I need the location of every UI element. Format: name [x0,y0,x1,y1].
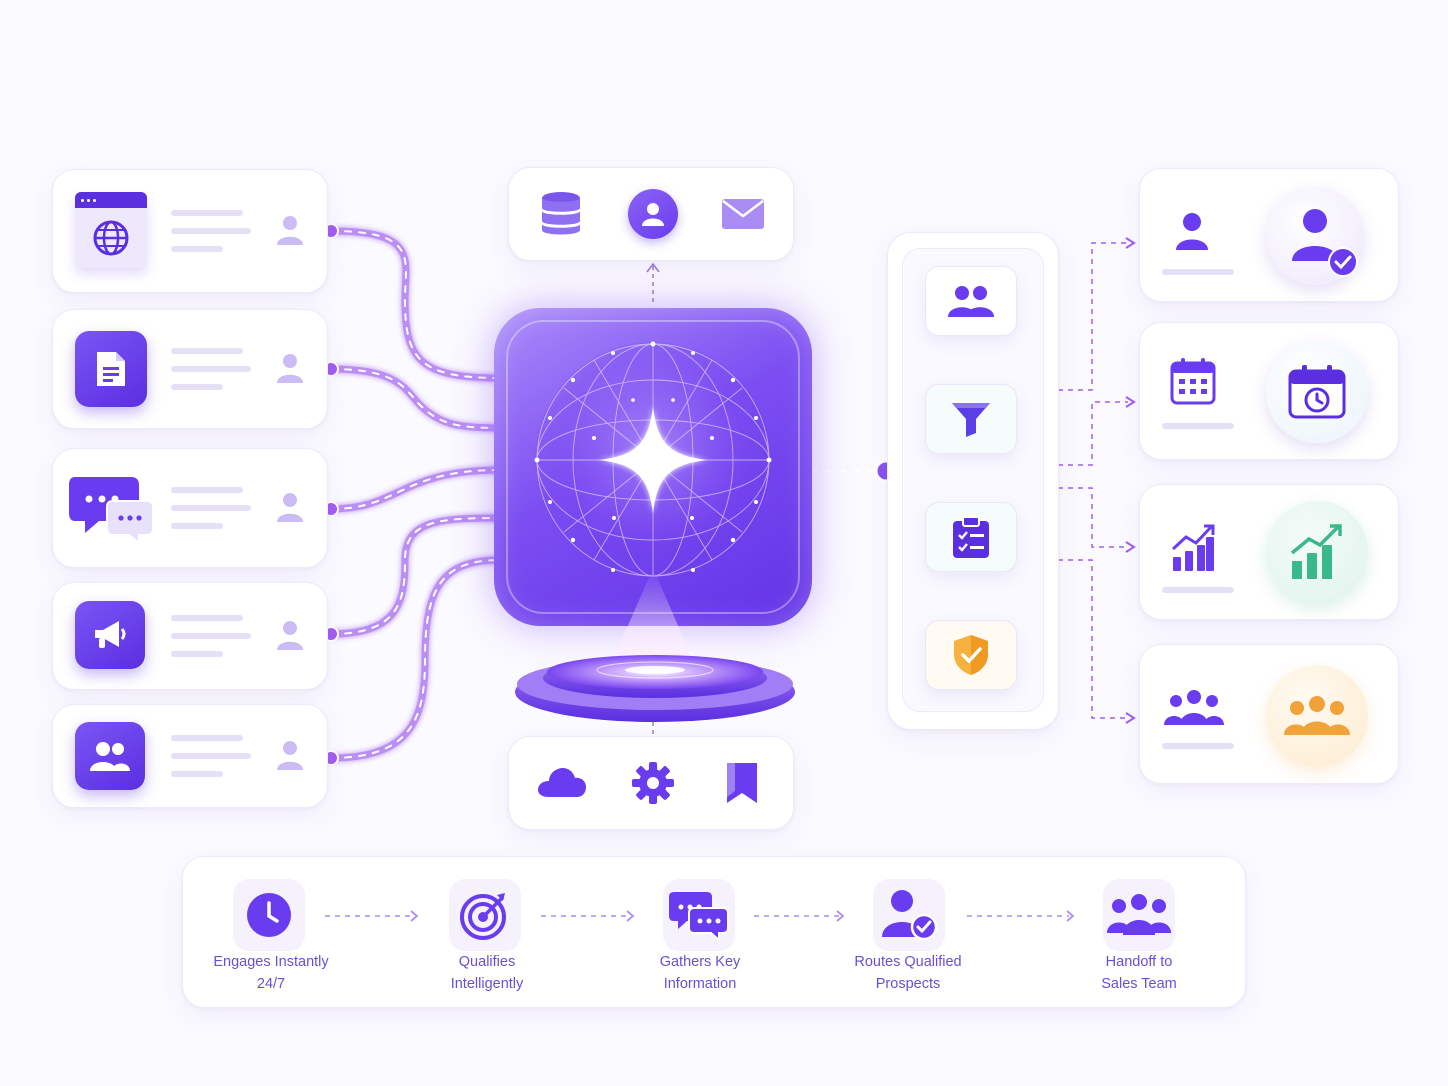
top-integrations-card [508,167,794,261]
target-icon [449,879,521,951]
source-card-campaign[interactable] [52,582,328,690]
users-icon [75,722,145,790]
database-icon[interactable] [539,190,583,238]
person-icon [277,741,303,770]
bookmark-icon[interactable] [723,761,761,805]
chat-icon [69,477,154,545]
step-label-line2: 24/7 [256,976,286,992]
source-card-referrals[interactable] [52,704,328,808]
clipboard-icon [953,516,989,558]
funnel-icon [952,403,990,437]
step-label-line1: Handoff to [1105,954,1173,970]
growth-chart-icon [1266,501,1368,603]
step-label-line2: Sales Team [1101,976,1177,992]
outcome-card-meeting[interactable] [1139,322,1399,460]
step-label-line1: Engages Instantly [213,954,329,970]
cloud-icon[interactable] [537,765,587,799]
user-circle-icon[interactable] [628,189,678,239]
document-icon [75,331,147,407]
source-card-web[interactable] [52,169,328,293]
step-label-line2: Prospects [875,976,941,992]
pipeline-step-checklist[interactable] [925,502,1017,572]
calendar-clock-icon [1266,341,1368,443]
ai-neural-sphere [534,341,772,658]
source-connector [327,227,504,762]
gear-icon[interactable] [631,761,675,805]
bottom-integrations-card [508,736,794,830]
calendar-icon [1170,358,1216,405]
person-icon [1176,213,1208,250]
team-icon [1164,690,1224,725]
pipeline-step-verified[interactable] [925,620,1017,690]
step-label-line1: Gathers Key [659,954,741,970]
user-check-icon [873,879,945,951]
globe-browser-icon [75,192,147,268]
step-label-line2: Intelligently [450,976,524,992]
person-icon [277,354,303,383]
megaphone-icon [75,601,145,669]
step-label-line2: Information [663,976,737,992]
source-card-document[interactable] [52,309,328,429]
step-arrows [325,910,1075,922]
clock-icon [233,879,305,951]
step-label-line1: Qualifies [458,954,516,970]
process-steps-card: Engages Instantly 24/7 Qualifies Intelli… [182,856,1246,1008]
outcome-card-growth[interactable] [1139,484,1399,620]
outcome-card-qualified[interactable] [1139,168,1399,302]
pipeline-step-filter[interactable] [925,384,1017,454]
bar-chart-icon [1171,524,1215,571]
team-icon [1266,665,1368,767]
person-icon [277,621,303,650]
shield-check-icon [954,635,988,675]
ai-pedestal [515,655,795,722]
pipeline-step-leads[interactable] [925,266,1017,336]
chat-bubbles-icon [663,879,735,951]
group-icon [948,286,994,317]
source-card-chat[interactable] [52,448,328,568]
verified-user-icon [1266,187,1364,285]
team-icon [1103,879,1175,951]
person-icon [277,216,303,245]
person-icon [277,493,303,522]
center-output-connector [812,459,898,483]
outcome-card-team[interactable] [1139,644,1399,784]
mail-icon[interactable] [721,198,765,230]
step-label-line1: Routes Qualified [854,954,962,970]
